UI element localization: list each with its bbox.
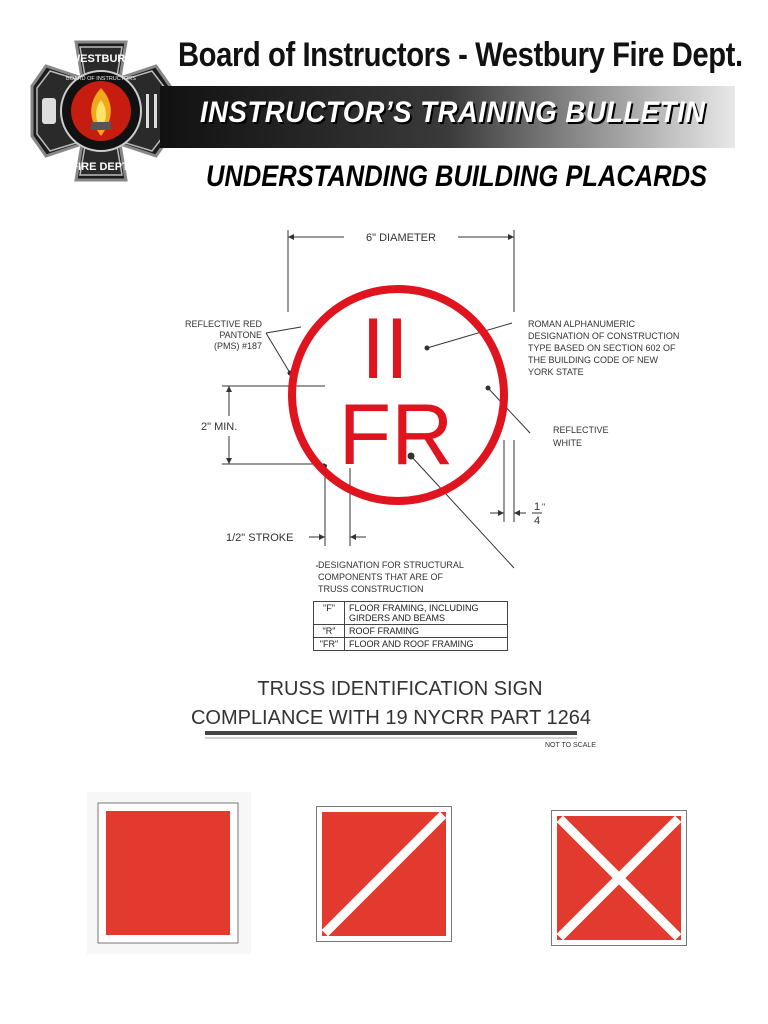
page-subtitle: UNDERSTANDING BUILDING PLACARDS [206, 160, 708, 193]
red-label-line-1: REFLECTIVE RED [185, 319, 263, 329]
table-row: "FR" FLOOR AND ROOF FRAMING [313, 637, 508, 651]
placard-x-cross [551, 810, 687, 946]
table-cell-code: "F" [313, 601, 345, 625]
logo-top-text: WESTBURY [70, 53, 133, 65]
table-cell-code: "R" [313, 624, 345, 638]
roman-label-line-3: TYPE BASED ON SECTION 602 OF [528, 343, 676, 353]
logo-ring-text: BOARD OF INSTRUCTORS [66, 76, 136, 82]
roman-label-line-4: THE BUILDING CODE OF NEW [528, 355, 659, 365]
truss-label-line-2: COMPONENTS THAT ARE OF [318, 572, 444, 582]
quarter-num: 1 [534, 501, 540, 513]
table-cell-description: FLOOR AND ROOF FRAMING [344, 637, 508, 651]
department-title: Board of Instructors - Westbury Fire Dep… [178, 36, 743, 74]
stroke-label: 1/2" STROKE [226, 532, 293, 544]
height-label: 2" MIN. [201, 421, 237, 433]
table-cell-description: FLOOR FRAMING, INCLUDING GIRDERS AND BEA… [344, 601, 508, 625]
logo-bottom-text: FIRE DEPT. [71, 161, 130, 173]
roman-label-line-1: ROMAN ALPHANUMERIC [528, 319, 636, 329]
quarter-den: 4 [534, 515, 540, 527]
sign-roman-numeral: II [361, 301, 409, 397]
bulletin-banner [160, 86, 735, 148]
table-cell-code: "FR" [313, 637, 345, 651]
red-label-line-2: PANTONE [219, 330, 262, 340]
scale-note: NOT TO SCALE [545, 742, 596, 749]
roman-label-line-2: DESIGNATION OF CONSTRUCTION [528, 331, 679, 341]
red-label-line-3: (PMS) #187 [214, 341, 262, 351]
white-label-line-2: WHITE [553, 438, 582, 448]
truss-label-line-3: TRUSS CONSTRUCTION [318, 584, 424, 594]
diameter-label: 6" DIAMETER [366, 232, 436, 244]
table-row: "R" ROOF FRAMING [313, 624, 508, 638]
placard-plain [87, 792, 251, 954]
truss-designation-table: "F" FLOOR FRAMING, INCLUDING GIRDERS AND… [313, 601, 508, 651]
roman-label-line-5: YORK STATE [528, 367, 584, 377]
sign-truss-code: FR [339, 387, 454, 483]
drawing-title-line-2: COMPLIANCE WITH 19 NYCRR PART 1264 [191, 707, 591, 729]
placard-single-diagonal [316, 806, 452, 942]
truss-sign-diagram: II FR 6" DIAMETER 2" MIN. 1/2" STROKE 1 … [185, 230, 679, 749]
table-row: "F" FLOOR FRAMING, INCLUDING GIRDERS AND… [313, 601, 508, 625]
quarter-unit: " [542, 502, 545, 512]
truss-label-line-1: DESIGNATION FOR STRUCTURAL [318, 560, 464, 570]
table-cell-description: ROOF FRAMING [344, 624, 508, 638]
drawing-title-line-1: TRUSS IDENTIFICATION SIGN [257, 678, 542, 700]
fire-department-logo: WESTBURY FIRE DEPT. BOARD OF INSTRUCTORS [30, 40, 172, 182]
white-label-line-1: REFLECTIVE [553, 425, 609, 435]
bulletin-banner-text: INSTRUCTOR’S TRAINING BULLETIN [200, 96, 706, 129]
